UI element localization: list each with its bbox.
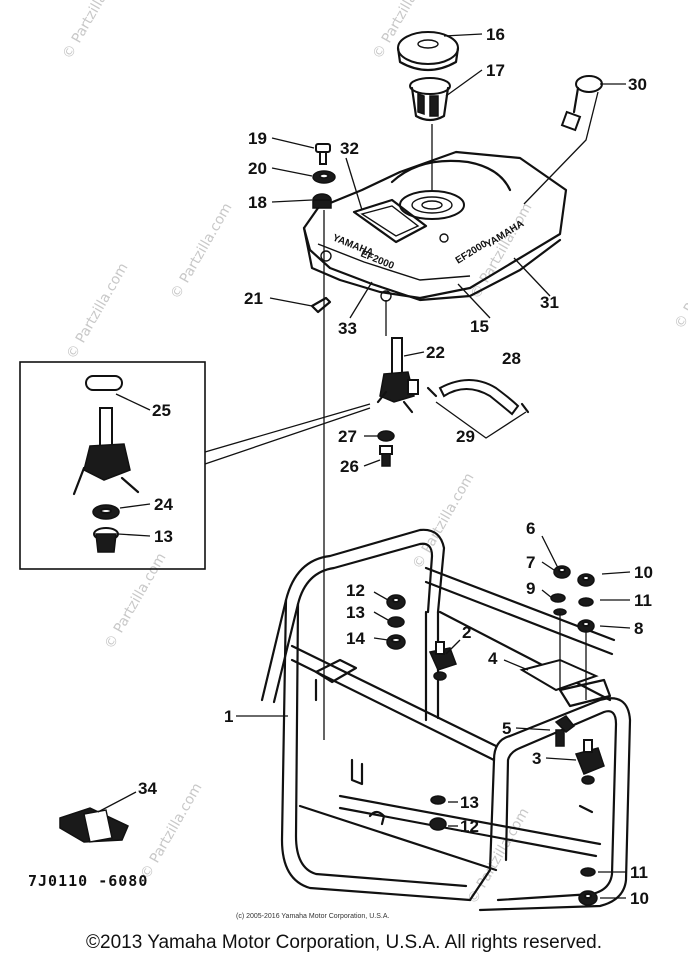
callout-7: 7: [526, 553, 535, 572]
frame: [260, 528, 632, 912]
callout-14: 14: [346, 629, 365, 648]
fuel-hose: [426, 379, 530, 439]
nut-12-bottom: [429, 817, 447, 831]
bolt-19: [315, 143, 331, 165]
callout-22: 22: [426, 343, 445, 362]
bolt-26: [379, 445, 393, 467]
callout-30: 30: [628, 75, 647, 94]
callout-4: 4: [488, 649, 498, 668]
watermark: © Partzilla.com: [64, 260, 132, 362]
washer-13-bottom: [430, 795, 446, 805]
callout-15: 15: [470, 317, 489, 336]
callout-27: 27: [338, 427, 357, 446]
fuel-cock: [376, 337, 419, 414]
washer-20-hole: [319, 173, 329, 179]
hardware-right: [550, 565, 595, 700]
callout-34: 34: [138, 779, 157, 798]
callout-31: 31: [540, 293, 559, 312]
callout-25: 25: [152, 401, 171, 420]
callout-12-top: 12: [346, 581, 365, 600]
watermark: © Partzilla.com: [102, 550, 170, 652]
callout-13-top: 13: [346, 603, 365, 622]
callout-10-top: 10: [634, 563, 653, 582]
callout-6: 6: [526, 519, 535, 538]
image-copyright: (c) 2005-2016 Yamaha Motor Corporation, …: [236, 913, 389, 920]
watermark: © Partzilla.com: [672, 230, 688, 332]
footer-copyright: ©2013 Yamaha Motor Corporation, U.S.A. A…: [86, 932, 602, 953]
diagram-part-number: 7J0110 -6080: [28, 872, 148, 890]
callout-leaders: [97, 33, 631, 899]
washer-11-bottom: [580, 867, 596, 877]
nut-10-bottom-hole: [584, 893, 592, 899]
callout-5: 5: [502, 719, 511, 738]
engine-mount-2: [428, 641, 457, 681]
bolt-5: [554, 715, 576, 747]
detail-pointer: [204, 403, 371, 465]
callout-13-bottom: 13: [460, 793, 479, 812]
watermark: © Partzilla.com: [168, 200, 236, 302]
callout-19: 19: [248, 129, 267, 148]
callout-2: 2: [462, 623, 471, 642]
callout-17: 17: [486, 61, 505, 80]
bracket-4: [519, 658, 599, 692]
fuel-cap: [396, 31, 460, 72]
callout-3: 3: [532, 749, 541, 768]
callout-21: 21: [244, 289, 263, 308]
hardware-left: [386, 594, 406, 650]
fuel-gauge: [523, 75, 603, 205]
callout-29: 29: [456, 427, 475, 446]
callout-10-bottom: 10: [630, 889, 649, 908]
callout-11-top: 11: [634, 591, 652, 610]
callout-28: 28: [502, 349, 521, 368]
callout-32: 32: [340, 139, 359, 158]
callout-33: 33: [338, 319, 357, 338]
watermark: © Partzilla.com: [60, 0, 128, 62]
fuel-tank: YAMAHA EF2000 YAMAHA EF2000: [302, 150, 568, 302]
callout-23: 13: [154, 527, 173, 546]
callout-labels: 16 17 30 19 32 20 18 21 33 15 31 22 28 2…: [138, 25, 653, 908]
callout-24: 24: [154, 495, 173, 514]
detail-box: [19, 361, 206, 570]
callout-20: 20: [248, 159, 267, 178]
tank-model-right: EF2000: [454, 238, 490, 266]
washer-27: [377, 430, 395, 442]
grommet-18: [312, 193, 332, 209]
callout-8: 8: [634, 619, 643, 638]
callout-11-bottom: 11: [630, 863, 648, 882]
callout-9: 9: [526, 579, 535, 598]
engine-mount-3: [574, 739, 605, 785]
callout-26: 26: [340, 457, 359, 476]
watermark-group: © Partzilla.com © Partzilla.com © Partzi…: [60, 0, 688, 907]
clip-21: [310, 296, 332, 314]
detail-fuel-cock: [72, 375, 140, 553]
callout-12-bottom: 12: [460, 817, 479, 836]
callout-16: 16: [486, 25, 505, 44]
tool-kit-34: [59, 807, 129, 843]
callout-1: 1: [224, 707, 233, 726]
tank-model-left: EF2000: [359, 249, 396, 272]
callout-18: 18: [248, 193, 267, 212]
fuel-strainer: [409, 77, 451, 190]
